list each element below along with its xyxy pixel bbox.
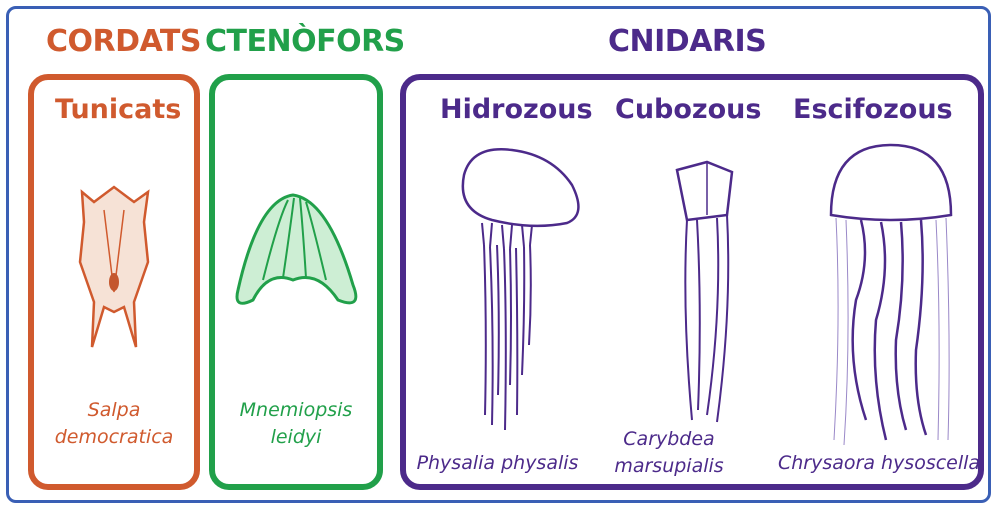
chrysaora-illustration <box>826 140 966 450</box>
physalia-illustration <box>452 145 602 435</box>
subgroup-title-hidrozous: Hidrozous <box>440 94 593 125</box>
carybdea-illustration <box>662 160 752 430</box>
species-mnemiopsis: Mnemiopsis leidyi <box>222 397 370 451</box>
salpa-illustration <box>64 182 164 362</box>
species-salpa-line1: Salpa <box>40 397 188 424</box>
species-chrysaora: Chrysaora hysoscella <box>778 450 974 477</box>
subgroup-title-cubozous: Cubozous <box>615 94 761 125</box>
species-physalia: Physalia physalis <box>410 450 585 477</box>
subgroup-title-escifozous: Escifozous <box>793 94 953 125</box>
species-salpa-line2: democratica <box>40 424 188 451</box>
species-carybdea-line2: marsupialis <box>595 453 743 480</box>
group-title-cnidaris: CNIDARIS <box>608 24 766 59</box>
species-mnemiopsis-line2: leidyi <box>222 424 370 451</box>
species-carybdea-line1: Carybdea <box>595 426 743 453</box>
species-mnemiopsis-line1: Mnemiopsis <box>222 397 370 424</box>
species-carybdea: Carybdea marsupialis <box>595 426 743 480</box>
group-title-ctenofors: CTENÒFORS <box>205 24 405 59</box>
group-title-cordats: CORDATS <box>46 24 201 59</box>
species-chrysaora-line1: Chrysaora hysoscella <box>778 450 974 477</box>
species-salpa: Salpa democratica <box>40 397 188 451</box>
mnemiopsis-illustration <box>228 190 368 320</box>
subgroup-title-tunicats: Tunicats <box>55 94 181 125</box>
species-physalia-line1: Physalia physalis <box>410 450 585 477</box>
